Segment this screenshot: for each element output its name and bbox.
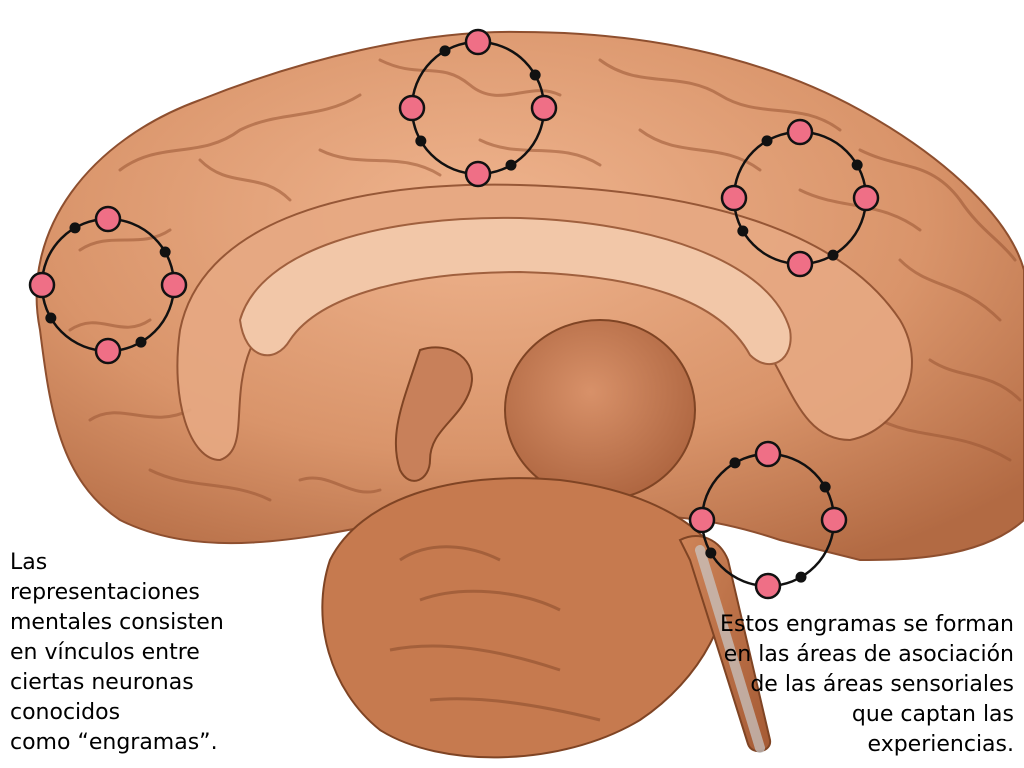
neuron-node <box>786 118 814 146</box>
synapse-dot <box>135 336 147 348</box>
synapse-dot <box>795 571 807 583</box>
neuron-node <box>720 184 748 212</box>
caption-right-line: que captan las <box>851 702 1014 727</box>
neuron-node <box>28 271 56 299</box>
neuron-node <box>398 94 426 122</box>
synapse-dot <box>819 481 831 493</box>
caption-right: Estos engramas se forman en las áreas de… <box>720 610 1014 760</box>
synapse-dot <box>159 246 171 258</box>
synapse-dot <box>415 135 427 147</box>
neuron-node <box>464 160 492 188</box>
neuron-node <box>464 28 492 56</box>
caption-right-line: Estos engramas se forman <box>720 612 1014 637</box>
neuron-node <box>688 506 716 534</box>
neuron-node <box>94 205 122 233</box>
engram-group <box>28 28 880 600</box>
temporal-folds <box>389 545 601 722</box>
synapse-dot <box>505 159 517 171</box>
synapse-dot <box>705 547 717 559</box>
temporal-lobe <box>321 477 727 759</box>
synapse-dot <box>529 69 541 81</box>
caption-right-line: de las áreas sensoriales <box>750 672 1014 697</box>
neuron-node <box>820 506 848 534</box>
neuron-node <box>852 184 880 212</box>
caption-left-line: Las <box>10 550 48 575</box>
neuron-node <box>530 94 558 122</box>
neuron-node <box>786 250 814 278</box>
thalamus <box>504 319 696 501</box>
caption-right-line: en las áreas de asociación <box>723 642 1014 667</box>
caption-left-line: mentales consisten <box>10 610 224 635</box>
synapse-dot <box>851 159 863 171</box>
fornix <box>394 346 473 482</box>
neuron-node <box>754 440 782 468</box>
synapse-dot <box>827 249 839 261</box>
caption-left-line: en vínculos entre <box>10 640 200 665</box>
caption-left-line: conocidos <box>10 700 121 725</box>
corpus-callosum <box>238 216 792 366</box>
caption-left: Las representaciones mentales consisten … <box>10 548 224 758</box>
caption-left-line: representaciones <box>10 580 200 605</box>
cerebrum-outline <box>35 30 1024 562</box>
spinal-cord <box>695 545 765 753</box>
caption-left-line: como “engramas”. <box>10 730 218 755</box>
neuron-node <box>160 271 188 299</box>
neuron-node <box>94 337 122 365</box>
synapse-dot <box>69 222 81 234</box>
synapse-dot <box>761 135 773 147</box>
synapse-dot <box>729 457 741 469</box>
synapse-dot <box>45 312 57 324</box>
caption-left-line: ciertas neuronas <box>10 670 194 695</box>
synapse-dot <box>737 225 749 237</box>
caption-right-line: experiencias. <box>867 732 1014 757</box>
synapse-dot <box>439 45 451 57</box>
neuron-node <box>754 572 782 600</box>
